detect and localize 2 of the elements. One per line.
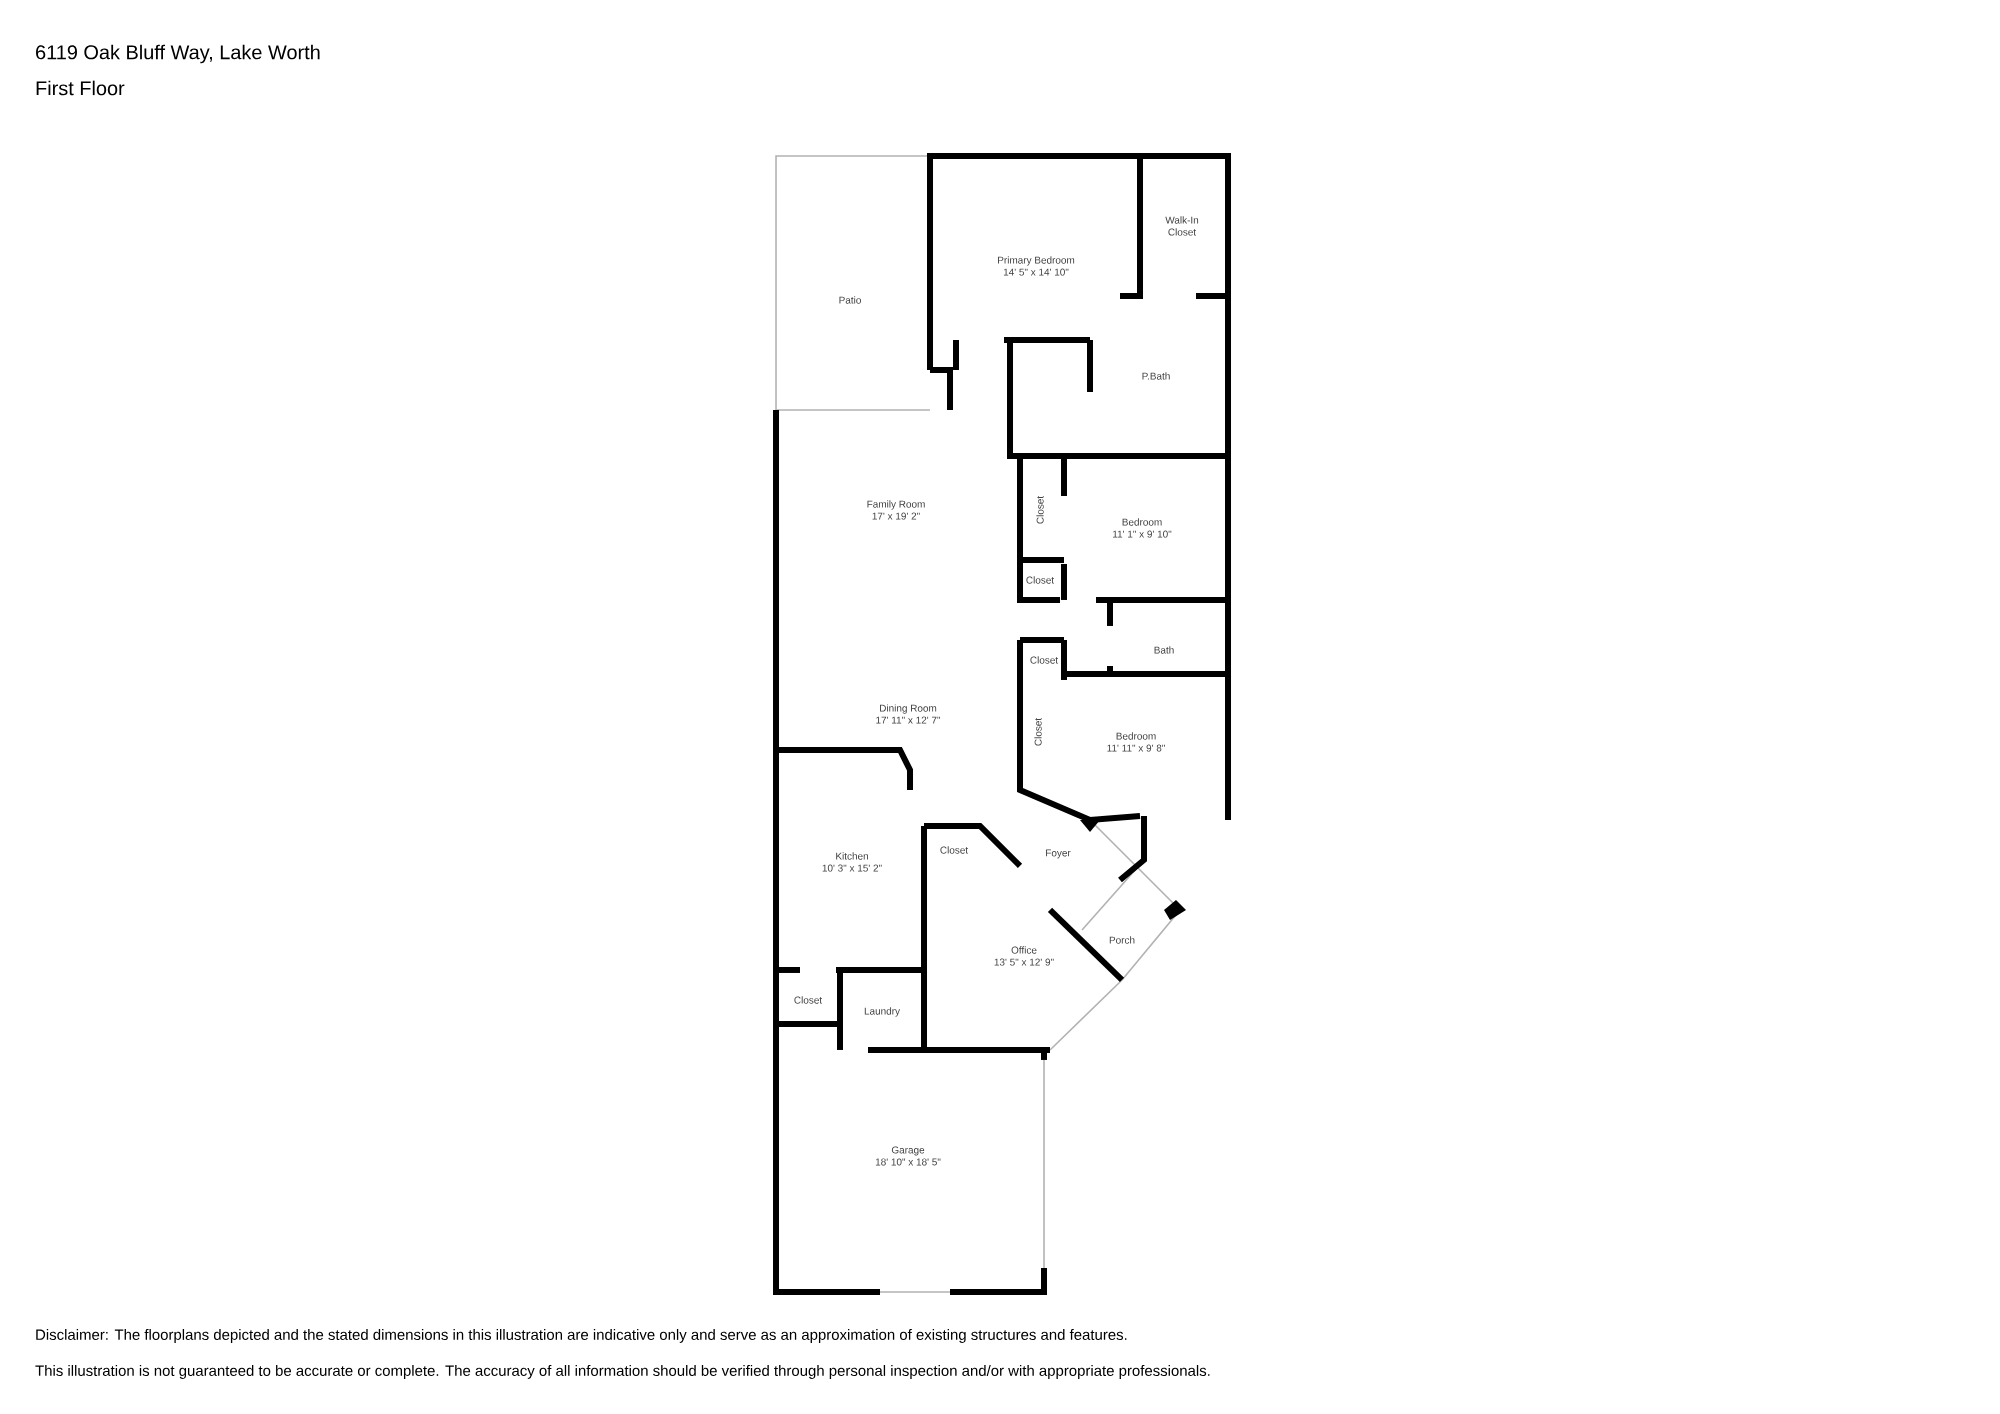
title: 6119 Oak Bluff Way, Lake Worth: [36, 44, 320, 64]
floor-label: First Floor: [36, 80, 125, 96]
